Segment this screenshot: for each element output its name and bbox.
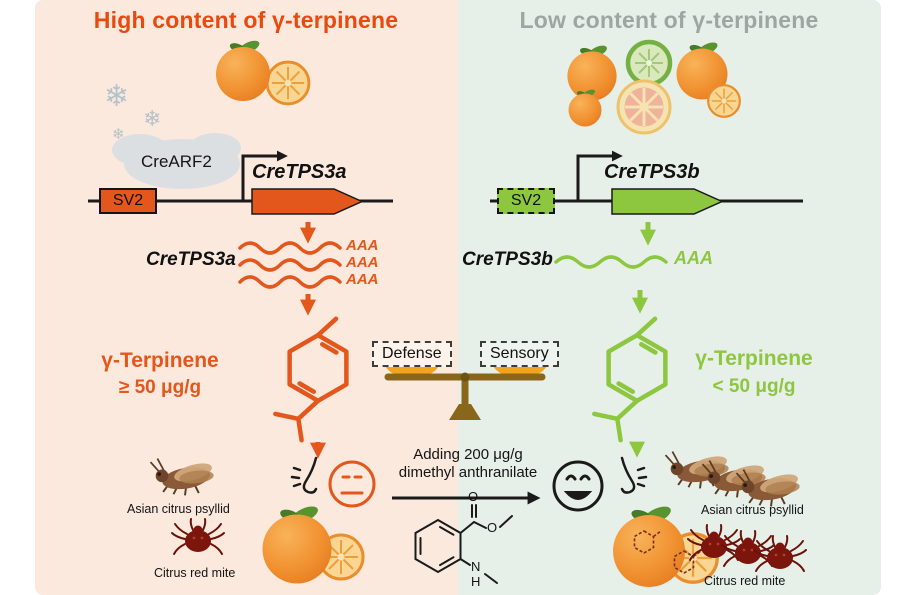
snowflake-icon: ❄ bbox=[143, 106, 162, 131]
terpinene-structure-right bbox=[594, 319, 665, 440]
happy-face-icon bbox=[552, 460, 604, 512]
poly-a-label: AAA bbox=[346, 237, 379, 254]
mrna-waves-left bbox=[238, 241, 342, 289]
sensory-label: Sensory bbox=[490, 345, 549, 362]
right-panel-title: Low content of γ-terpinene bbox=[519, 7, 819, 33]
cold-cloud-blob bbox=[112, 133, 241, 189]
poly-a-label: AAA bbox=[674, 248, 713, 268]
mite-label-right: Citrus red mite bbox=[704, 574, 786, 588]
compound-label-left: γ-Terpinene bbox=[101, 349, 219, 372]
psyllid-label-left: Asian citrus psyllid bbox=[127, 502, 230, 516]
mrna-wave-right bbox=[554, 255, 668, 269]
amine-nitrogen-label: N bbox=[471, 559, 481, 574]
psyllid-label-right: Asian citrus psyllid bbox=[701, 503, 804, 517]
left-panel-title: High content of γ-terpinene bbox=[93, 7, 399, 33]
defense-label: Defense bbox=[382, 345, 442, 362]
mite-icon bbox=[753, 535, 807, 572]
compound-amount-right: < 50 μg/g bbox=[712, 376, 796, 397]
citrus-fruit-cluster-top-right bbox=[567, 39, 741, 135]
mite-icon bbox=[171, 518, 225, 555]
poly-a-label: AAA bbox=[346, 271, 379, 288]
dimethyl-anthranilate-structure bbox=[414, 504, 513, 584]
psyllid-icon bbox=[149, 457, 216, 497]
lime-slice-icon bbox=[625, 39, 673, 87]
gene-label-left: CreTPS3a bbox=[252, 161, 347, 183]
amine-hydrogen-label: H bbox=[471, 574, 481, 589]
orange-fruit-bottom-left bbox=[262, 503, 365, 584]
compound-label-right: γ-Terpinene bbox=[695, 347, 813, 370]
mrna-label-right: CreTPS3b bbox=[462, 249, 553, 270]
pomelo-slice-icon bbox=[616, 79, 672, 135]
terpinene-structure-left bbox=[275, 319, 346, 440]
compound-amount-left: ≥ 50 μg/g bbox=[118, 377, 202, 398]
nose-icon-left bbox=[290, 456, 318, 494]
mite-label-left: Citrus red mite bbox=[154, 566, 236, 580]
transcription-factor-label: CreARF2 bbox=[141, 152, 212, 171]
neutral-face-icon bbox=[328, 460, 376, 508]
orange-fruits-top-left bbox=[216, 38, 311, 106]
promoter-label-right: SV2 bbox=[510, 192, 542, 209]
transcription-start-arrow-right bbox=[576, 150, 623, 201]
carbonyl-oxygen-label: O bbox=[468, 489, 479, 504]
ester-oxygen-label: O bbox=[487, 520, 498, 535]
snowflake-icon: ❄ bbox=[104, 80, 130, 113]
psyllid-icon bbox=[735, 468, 802, 508]
poly-a-label: AAA bbox=[346, 254, 379, 271]
treatment-text-line1: Adding 200 μg/g bbox=[413, 446, 523, 463]
promoter-label-left: SV2 bbox=[112, 192, 144, 209]
transcription-start-arrow-left bbox=[241, 150, 288, 201]
snowflake-icon: ❄ bbox=[112, 126, 125, 143]
promoter-box-right: SV2 bbox=[497, 188, 555, 214]
gene-label-right: CreTPS3b bbox=[604, 161, 700, 183]
flow-arrows bbox=[300, 222, 656, 459]
promoter-box-left: SV2 bbox=[99, 188, 157, 214]
mrna-label-left: CreTPS3a bbox=[146, 249, 236, 270]
nose-icon-right bbox=[620, 456, 648, 494]
defense-box: Defense bbox=[372, 341, 452, 367]
balance-scale-icon bbox=[384, 361, 548, 420]
sensory-box: Sensory bbox=[480, 341, 559, 367]
treatment-text-line2: dimethyl anthranilate bbox=[398, 464, 538, 481]
gene-arrow-right bbox=[611, 188, 724, 215]
gene-arrow-left bbox=[251, 188, 364, 215]
